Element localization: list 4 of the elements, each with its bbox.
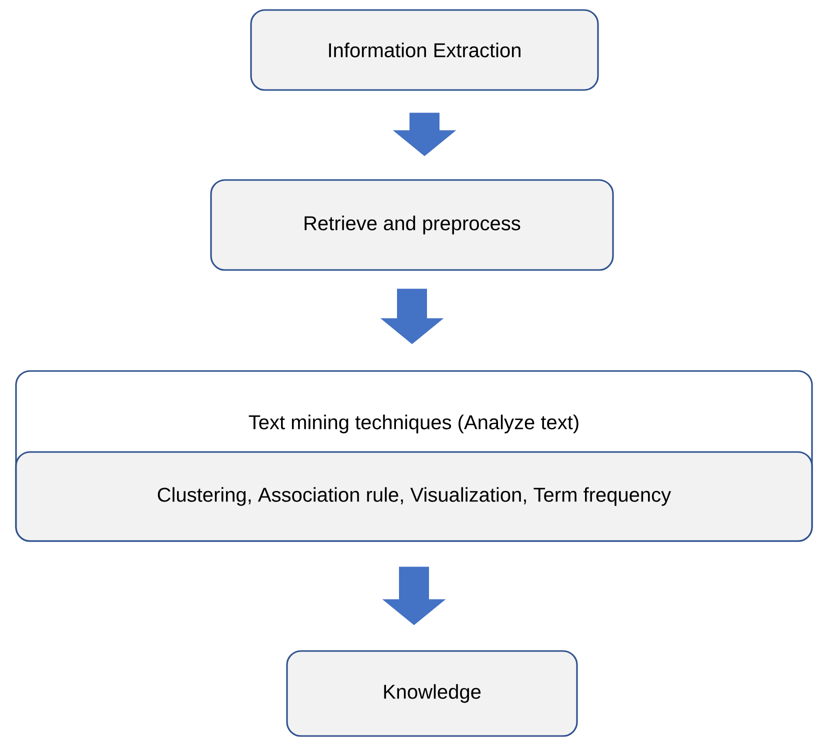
process-box: Clustering, Association rule, Visualization, Term frequency [15,451,813,542]
process-box: Knowledge [286,650,578,737]
process-box: Retrieve and preprocess [210,179,614,271]
process-box: Information Extraction [250,9,599,91]
